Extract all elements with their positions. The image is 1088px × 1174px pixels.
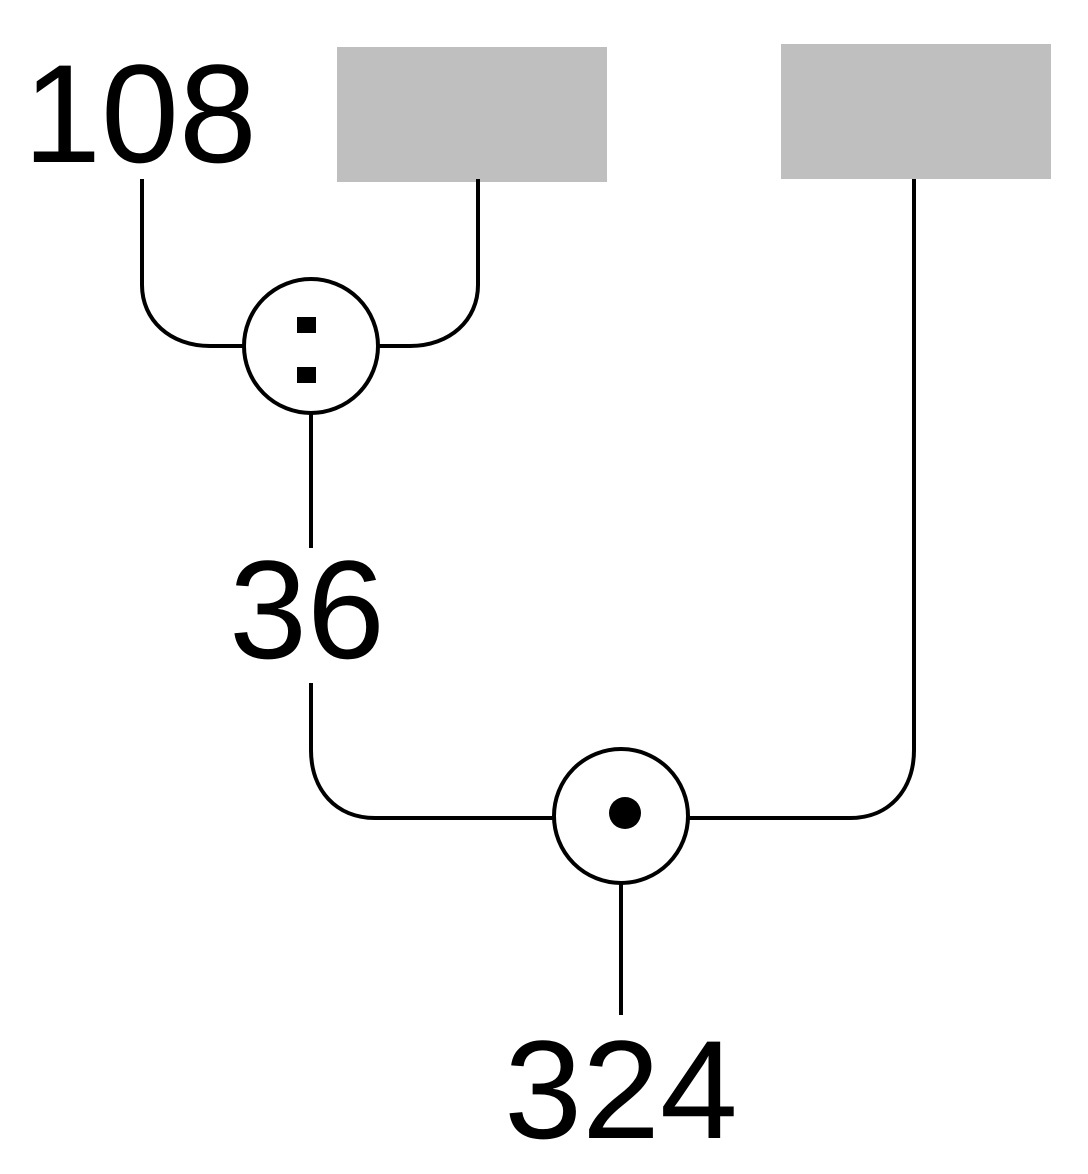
division-operator-icon — [297, 317, 316, 383]
connector-box-to-multiplication — [688, 179, 916, 820]
division-operator: ÷ — [0, 0, 1, 1]
division-node-circle — [242, 277, 380, 415]
multiplication-operator: · — [0, 0, 1, 1]
middle-number: 36 — [229, 531, 385, 688]
connector-108-to-division — [140, 179, 244, 348]
multiplication-operator-icon — [609, 797, 641, 829]
connector-box-to-division — [378, 179, 480, 348]
top-left-number: 108 — [23, 35, 257, 192]
blank-box-multiplier[interactable] — [781, 44, 1051, 179]
connector-36-to-multiplication — [309, 683, 555, 820]
division-node: ÷ — [0, 0, 380, 415]
result-number: 324 — [504, 1011, 738, 1168]
blank-box-divisor[interactable] — [337, 47, 607, 182]
